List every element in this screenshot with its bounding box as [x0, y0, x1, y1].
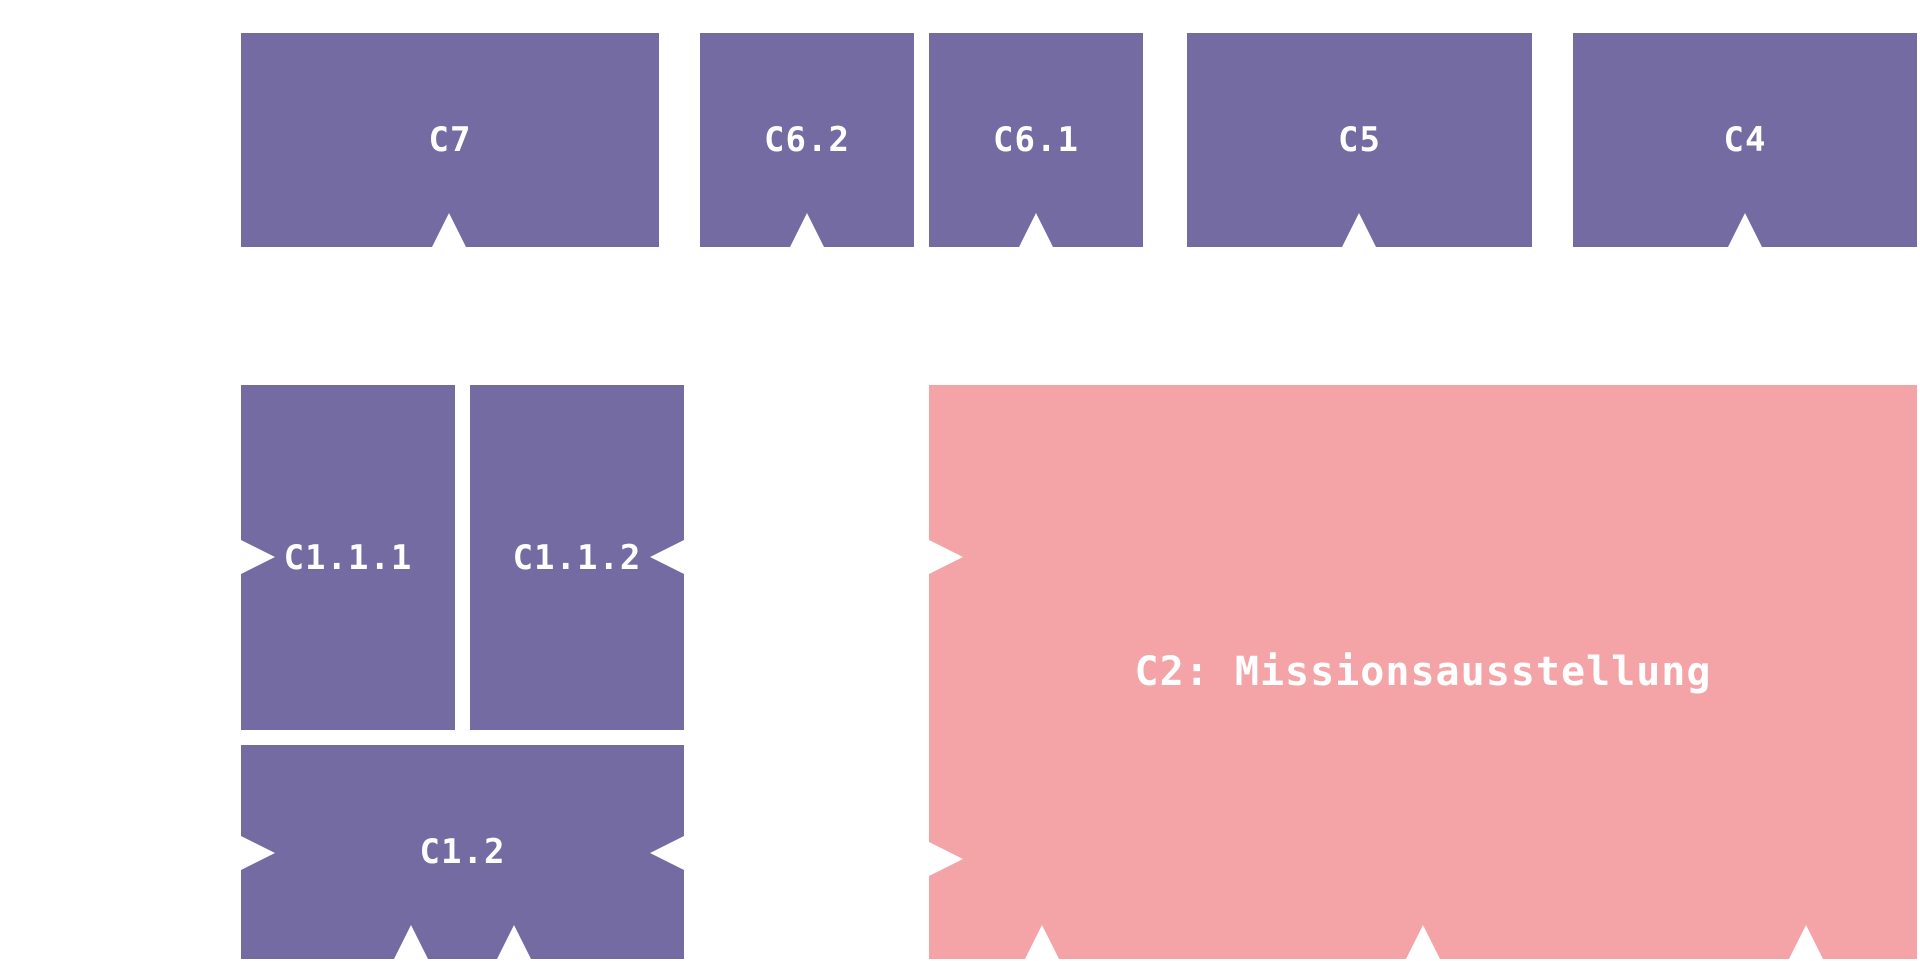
- connector-notch: [650, 836, 684, 870]
- tile-c2-missionsausstellung[interactable]: C2: Missionsausstellung: [929, 385, 1917, 959]
- tile-label: C1.1.2: [512, 537, 642, 578]
- tile-label: C4: [1723, 120, 1767, 160]
- tile-c5[interactable]: C5: [1187, 33, 1532, 247]
- connector-notch: [1019, 213, 1053, 247]
- tile-c1-2[interactable]: C1.2: [241, 745, 684, 959]
- tile-c6-2[interactable]: C6.2: [700, 33, 914, 247]
- tile-label: C7: [428, 120, 472, 160]
- tile-label: C6.2: [764, 120, 850, 160]
- connector-notch: [650, 540, 684, 574]
- tile-label: C1.1.1: [283, 537, 413, 578]
- tile-label: C2: Missionsausstellung: [1134, 649, 1712, 695]
- connector-notch: [929, 842, 963, 876]
- tile-c1-1-2[interactable]: C1.1.2: [470, 385, 684, 730]
- connector-notch: [1025, 925, 1059, 959]
- tile-label: C6.1: [993, 120, 1079, 160]
- connector-notch: [241, 540, 275, 574]
- tile-label: C5: [1338, 120, 1381, 160]
- connector-notch: [1342, 213, 1376, 247]
- connector-notch: [790, 213, 824, 247]
- connector-notch: [1728, 213, 1762, 247]
- tile-c7[interactable]: C7: [241, 33, 659, 247]
- connector-notch: [394, 925, 428, 959]
- tile-c6-1[interactable]: C6.1: [929, 33, 1143, 247]
- connector-notch: [241, 836, 275, 870]
- tile-c4[interactable]: C4: [1573, 33, 1917, 247]
- tile-label: C1.2: [419, 832, 506, 872]
- connector-notch: [929, 540, 963, 574]
- connector-notch: [497, 925, 531, 959]
- connector-notch: [1789, 925, 1823, 959]
- tile-c1-1-1[interactable]: C1.1.1: [241, 385, 455, 730]
- connector-notch: [432, 213, 466, 247]
- connector-notch: [1406, 925, 1440, 959]
